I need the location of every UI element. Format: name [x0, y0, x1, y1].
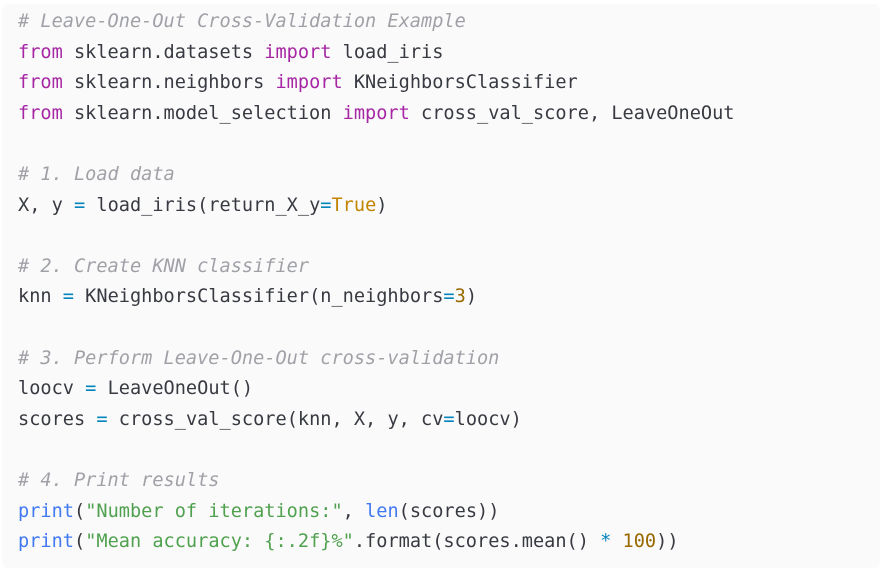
code-keyword: from [18, 102, 63, 124]
code-number: 3 [454, 286, 466, 308]
code-line: # 2. Create KNN classifier [18, 252, 880, 283]
code-comment: # Leave-One-Out Cross-Validation Example [18, 11, 466, 32]
code-line: # Leave-One-Out Cross-Validation Example [18, 7, 880, 38]
code-line: print("Mean accuracy: {:.2f}%".format(sc… [18, 527, 880, 558]
code-text: load_iris [331, 41, 444, 63]
code-text: X, y [18, 194, 74, 216]
code-text: sklearn.neighbors [62, 72, 276, 94]
code-keyword: import [264, 41, 332, 63]
code-keyword: from [18, 72, 63, 94]
code-comment: # 1. Load data [18, 163, 175, 185]
code-line: # 3. Perform Leave-One-Out cross-validat… [18, 344, 880, 375]
code-text: ( [73, 531, 86, 553]
code-boolean: True [331, 194, 377, 216]
code-line: scores = cross_val_score(knn, X, y, cv=l… [18, 405, 880, 436]
code-text: KNeighborsClassifier [342, 72, 578, 94]
code-text: loocv [18, 378, 86, 400]
code-number: 100 [622, 531, 657, 553]
code-text: sklearn.model_selection [62, 102, 343, 124]
code-text: scores [18, 408, 97, 430]
code-text: loocv) [454, 408, 522, 430]
code-operator: = [443, 408, 455, 430]
code-text: load_iris(return_X_y [85, 194, 321, 216]
code-line: X, y = load_iris(return_X_y=True) [18, 191, 880, 222]
code-text: cross_val_score, LeaveOneOut [409, 102, 735, 124]
code-line: loocv = LeaveOneOut() [18, 374, 880, 405]
code-text: sklearn.datasets [62, 41, 265, 63]
code-operator: = [73, 194, 86, 216]
code-line: # 1. Load data [18, 160, 880, 191]
code-text: , [342, 500, 366, 522]
code-operator: = [62, 286, 74, 308]
code-text: ) [465, 286, 478, 308]
code-line: knn = KNeighborsClassifier(n_neighbors=3… [18, 282, 880, 313]
code-operator: = [85, 378, 97, 400]
code-text [611, 531, 622, 552]
code-operator: = [320, 194, 332, 216]
code-text: ) [376, 194, 388, 216]
code-line: from sklearn.model_selection import cros… [18, 99, 880, 130]
code-text: .format(scores.mean() [353, 531, 601, 553]
code-builtin: len [365, 500, 399, 522]
blank-line [18, 435, 880, 466]
code-line: print("Number of iterations:", len(score… [18, 497, 880, 528]
code-operator: = [96, 408, 108, 430]
code-comment: # 4. Print results [18, 469, 220, 491]
code-keyword: from [18, 41, 63, 63]
code-text: )) [656, 531, 679, 553]
code-lines: # Leave-One-Out Cross-Validation Example… [18, 7, 880, 558]
code-operator: * [600, 531, 612, 553]
code-text: KNeighborsClassifier(n_neighbors [73, 286, 444, 308]
code-operator: = [443, 286, 455, 308]
code-string: "Number of iterations:" [85, 500, 343, 522]
code-line: from sklearn.neighbors import KNeighbors… [18, 68, 880, 99]
code-line: # 4. Print results [18, 466, 880, 497]
code-comment: # 2. Create KNN classifier [18, 255, 310, 277]
code-keyword: import [275, 72, 343, 94]
code-comment: # 3. Perform Leave-One-Out cross-validat… [18, 347, 500, 369]
code-text: ( [73, 500, 86, 522]
code-builtin: print [18, 500, 74, 522]
code-line: from sklearn.datasets import load_iris [18, 38, 880, 69]
code-keyword: import [342, 102, 410, 124]
blank-line [18, 313, 880, 344]
code-block: # Leave-One-Out Cross-Validation Example… [2, 4, 880, 568]
code-builtin: print [18, 531, 74, 553]
code-text: knn [18, 286, 63, 308]
code-text: (scores)) [398, 500, 500, 522]
blank-line [18, 129, 880, 160]
code-text: LeaveOneOut() [96, 378, 254, 400]
code-string: "Mean accuracy: {:.2f}%" [85, 531, 354, 553]
blank-line [18, 221, 880, 252]
code-text: cross_val_score(knn, X, y, cv [107, 408, 444, 430]
